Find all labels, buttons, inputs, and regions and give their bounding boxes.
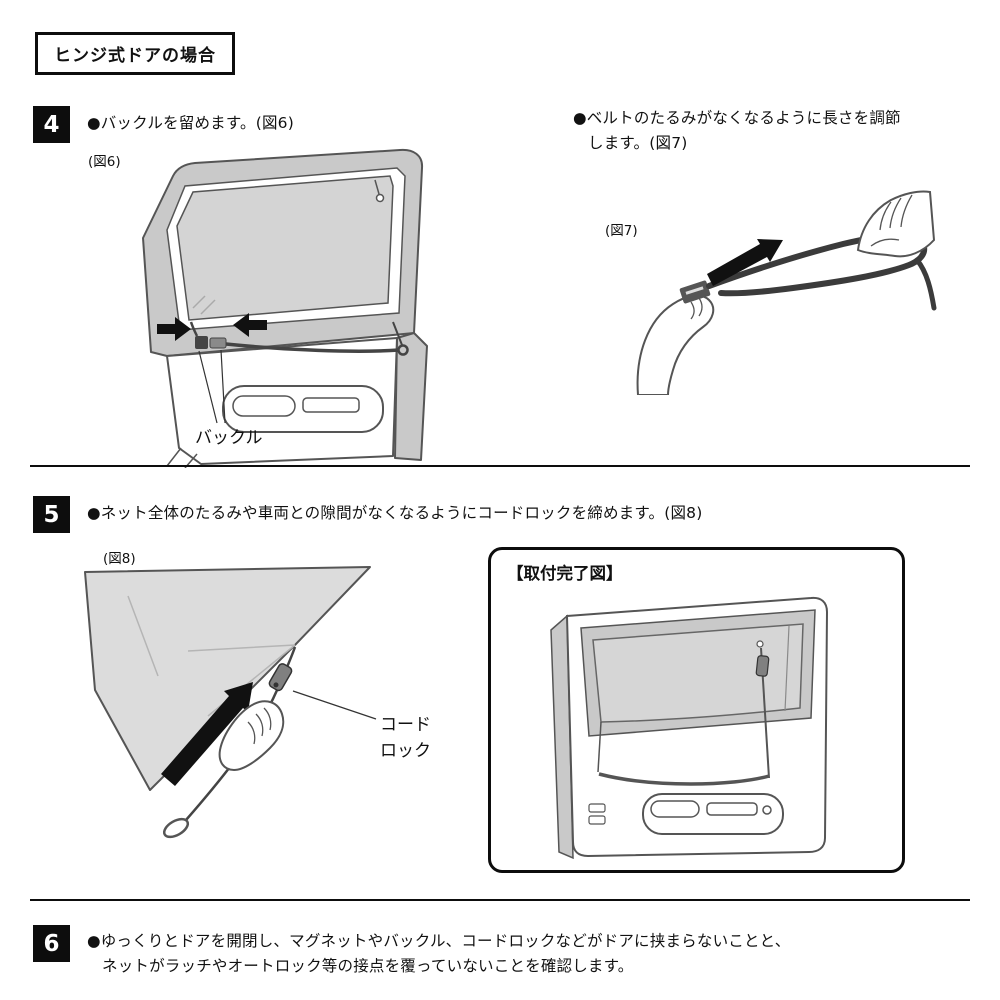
step-6-line1: ●ゆっくりとドアを開閉し、マグネットやバックル、コードロックなどがドアに挟まらな…	[87, 932, 791, 950]
cord-lock-small	[755, 655, 770, 677]
cordlock-callout-line2: ロック	[380, 741, 431, 761]
right-hand	[856, 190, 936, 258]
door-trim	[588, 793, 784, 835]
net-pull-tab-small	[756, 640, 764, 648]
header-title: ヒンジ式ドアの場合	[54, 46, 216, 66]
cord-lock	[268, 663, 293, 692]
step-6-badge: 6	[33, 925, 70, 962]
fig8-label: (図8)	[103, 551, 136, 567]
tighten-direction-arrow-icon	[161, 682, 253, 786]
completed-figure-box: 【取付完了図】	[488, 547, 905, 873]
net-pull-tab	[375, 193, 385, 203]
completed-figure-illustration	[550, 596, 829, 860]
step-4-badge: 4	[33, 106, 70, 143]
cordlock-callout-line1: コード	[380, 715, 431, 735]
door-panel	[166, 337, 398, 468]
installed-belt-and-cord	[597, 640, 770, 786]
fig7-label: (図7)	[605, 223, 638, 239]
buckle-right-arrow-icon	[233, 313, 267, 337]
step-5-number: 5	[43, 501, 60, 528]
buckle-callout: バックル	[195, 428, 263, 448]
buckle-callout-group: バックル	[195, 349, 263, 448]
step-5-badge: 5	[33, 496, 70, 533]
header-box: ヒンジ式ドアの場合	[35, 32, 235, 75]
door-edge	[550, 614, 574, 860]
step-6-number: 6	[43, 930, 60, 957]
step-4b-line1: ●ベルトのたるみがなくなるように長さを調節	[573, 109, 901, 127]
step-6-line2: ネットがラッチやオートロック等の接点を覆っていないことを確認します。	[102, 956, 634, 975]
section-divider-1	[30, 465, 970, 467]
buckle-left-arrow-icon	[157, 317, 191, 341]
step-6-instruction: ●ゆっくりとドアを開閉し、マグネットやバックル、コードロックなどがドアに挟まらな…	[87, 929, 790, 979]
buckle-female	[195, 336, 208, 349]
left-hand	[636, 294, 715, 395]
step-4-instruction: ●バックルを留めます。(図6)	[87, 114, 294, 132]
step-4b-line2: します。(図7)	[588, 133, 688, 152]
completed-figure-title: 【取付完了図】	[507, 564, 623, 583]
step-4b-instruction: ●ベルトのたるみがなくなるように長さを調節 します。(図7)	[573, 106, 901, 156]
cordlock-callout-group: コード ロック	[292, 690, 431, 761]
cord-end-loop	[162, 817, 190, 839]
pulling-hand	[218, 700, 285, 772]
step-5-instruction: ●ネット全体のたるみや車両との隙間がなくなるようにコードロックを締めます。(図8…	[87, 504, 703, 522]
pull-direction-arrow-icon	[707, 239, 783, 286]
window-net	[176, 175, 394, 321]
step-4-number: 4	[43, 111, 60, 138]
section-divider-2	[30, 899, 970, 901]
fig6-illustration: バックル	[142, 148, 428, 468]
window-and-net	[580, 609, 816, 737]
belt-and-buckle	[157, 313, 409, 356]
belt-adjuster	[679, 280, 711, 304]
fig6-label: (図6)	[88, 154, 121, 170]
buckle-male	[209, 337, 227, 349]
fig8-illustration: コード ロック	[84, 566, 431, 839]
fig7-illustration	[636, 190, 937, 395]
